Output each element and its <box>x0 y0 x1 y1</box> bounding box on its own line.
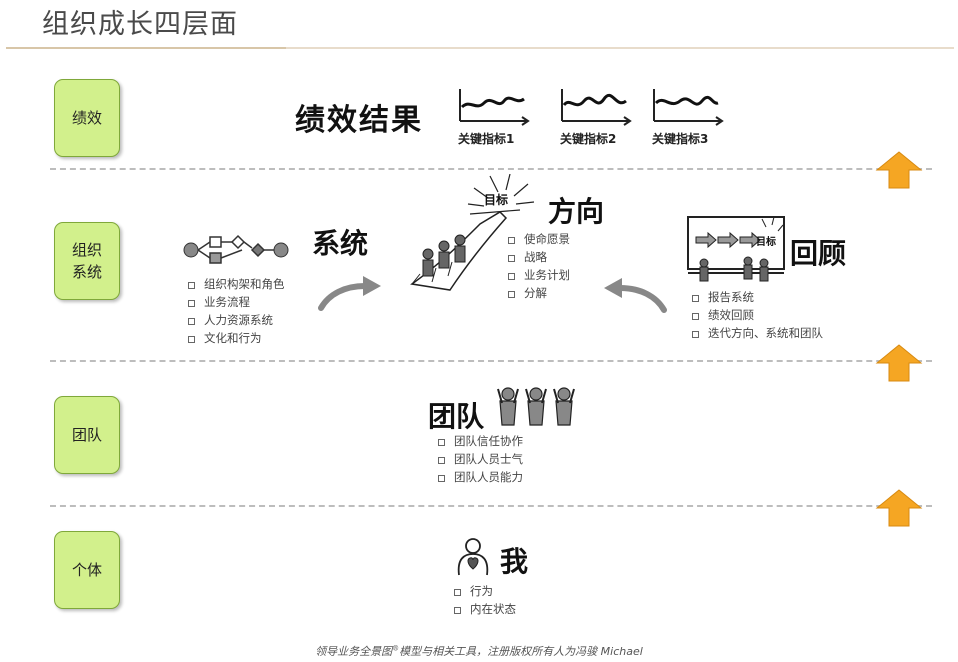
list-item: 团队信任协作 <box>436 432 523 450</box>
up-arrow-icon <box>875 489 923 527</box>
list-item: 人力资源系统 <box>186 311 285 329</box>
list-item: 业务计划 <box>506 266 570 284</box>
page-title: 组织成长四层面 <box>42 9 238 40</box>
individual-heading: 我 <box>500 545 529 578</box>
curved-arrow-left-icon <box>604 278 667 313</box>
direction-heading: 方向 <box>548 195 605 228</box>
mountain-climb-icon: 目标 <box>410 174 535 291</box>
level-org-system: 组织 系统 <box>54 222 120 300</box>
list-item: 业务流程 <box>186 293 285 311</box>
up-arrow-icon <box>875 344 923 382</box>
performance-heading: 绩效结果 <box>295 103 423 138</box>
direction-list: 使命愿景 战略 业务计划 分解 <box>506 230 570 302</box>
footer-text2: 模型与相关工具，注册版权所有人为冯骏 <box>399 645 598 658</box>
level-team: 团队 <box>54 396 120 474</box>
up-arrow-icon <box>875 151 923 189</box>
kpi-label: 关键指标3 <box>652 131 708 146</box>
separator-2 <box>50 360 932 362</box>
team-people-icon <box>497 387 575 426</box>
title-divider <box>6 47 954 49</box>
process-flow-icon <box>183 234 289 264</box>
separator-3 <box>50 505 932 507</box>
review-heading: 回顾 <box>790 237 847 270</box>
list-item: 报告系统 <box>690 288 823 306</box>
individual-list: 行为 内在状态 <box>452 582 516 618</box>
system-heading: 系统 <box>312 227 369 260</box>
review-list: 报告系统 绩效回顾 迭代方向、系统和团队 <box>690 288 823 342</box>
review-sign-label: 目标 <box>756 235 776 248</box>
list-item: 使命愿景 <box>506 230 570 248</box>
list-item: 组织构架和角色 <box>186 275 285 293</box>
list-item: 迭代方向、系统和团队 <box>690 324 823 342</box>
list-item: 团队人员士气 <box>436 450 523 468</box>
team-heading: 团队 <box>428 400 485 433</box>
list-item: 分解 <box>506 284 570 302</box>
curved-arrow-right-icon <box>318 276 381 311</box>
registered-mark: ® <box>392 644 400 653</box>
list-item: 战略 <box>506 248 570 266</box>
level-org-system-line2: 系统 <box>71 263 102 281</box>
target-label: 目标 <box>484 192 508 207</box>
team-list: 团队信任协作 团队人员士气 团队人员能力 <box>436 432 523 486</box>
review-board-icon: 目标 <box>687 216 785 282</box>
kpi-label: 关键指标2 <box>560 131 616 146</box>
system-list: 组织构架和角色 业务流程 人力资源系统 文化和行为 <box>186 275 285 347</box>
footer-text: 领导业务全景图 <box>315 645 393 658</box>
separator-1 <box>50 168 932 170</box>
list-item: 内在状态 <box>452 600 516 618</box>
kpi-chart-icon: 关键指标3 <box>652 89 724 146</box>
list-item: 绩效回顾 <box>690 306 823 324</box>
kpi-chart-icon: 关键指标2 <box>560 89 632 146</box>
kpi-chart-icon: 关键指标1 <box>458 89 530 146</box>
list-item: 行为 <box>452 582 516 600</box>
person-heart-icon <box>457 538 489 576</box>
footer-author: Michael <box>600 645 643 658</box>
footer-copyright: 领导业务全景图®模型与相关工具，注册版权所有人为冯骏 Michael <box>0 643 958 659</box>
level-performance: 绩效 <box>54 79 120 157</box>
kpi-label: 关键指标1 <box>458 131 514 146</box>
list-item: 团队人员能力 <box>436 468 523 486</box>
level-team-label: 团队 <box>71 426 102 444</box>
level-org-system-line1: 组织 <box>71 241 102 259</box>
level-individual: 个体 <box>54 531 120 609</box>
level-performance-label: 绩效 <box>71 109 102 127</box>
list-item: 文化和行为 <box>186 329 285 347</box>
level-individual-label: 个体 <box>71 561 102 579</box>
